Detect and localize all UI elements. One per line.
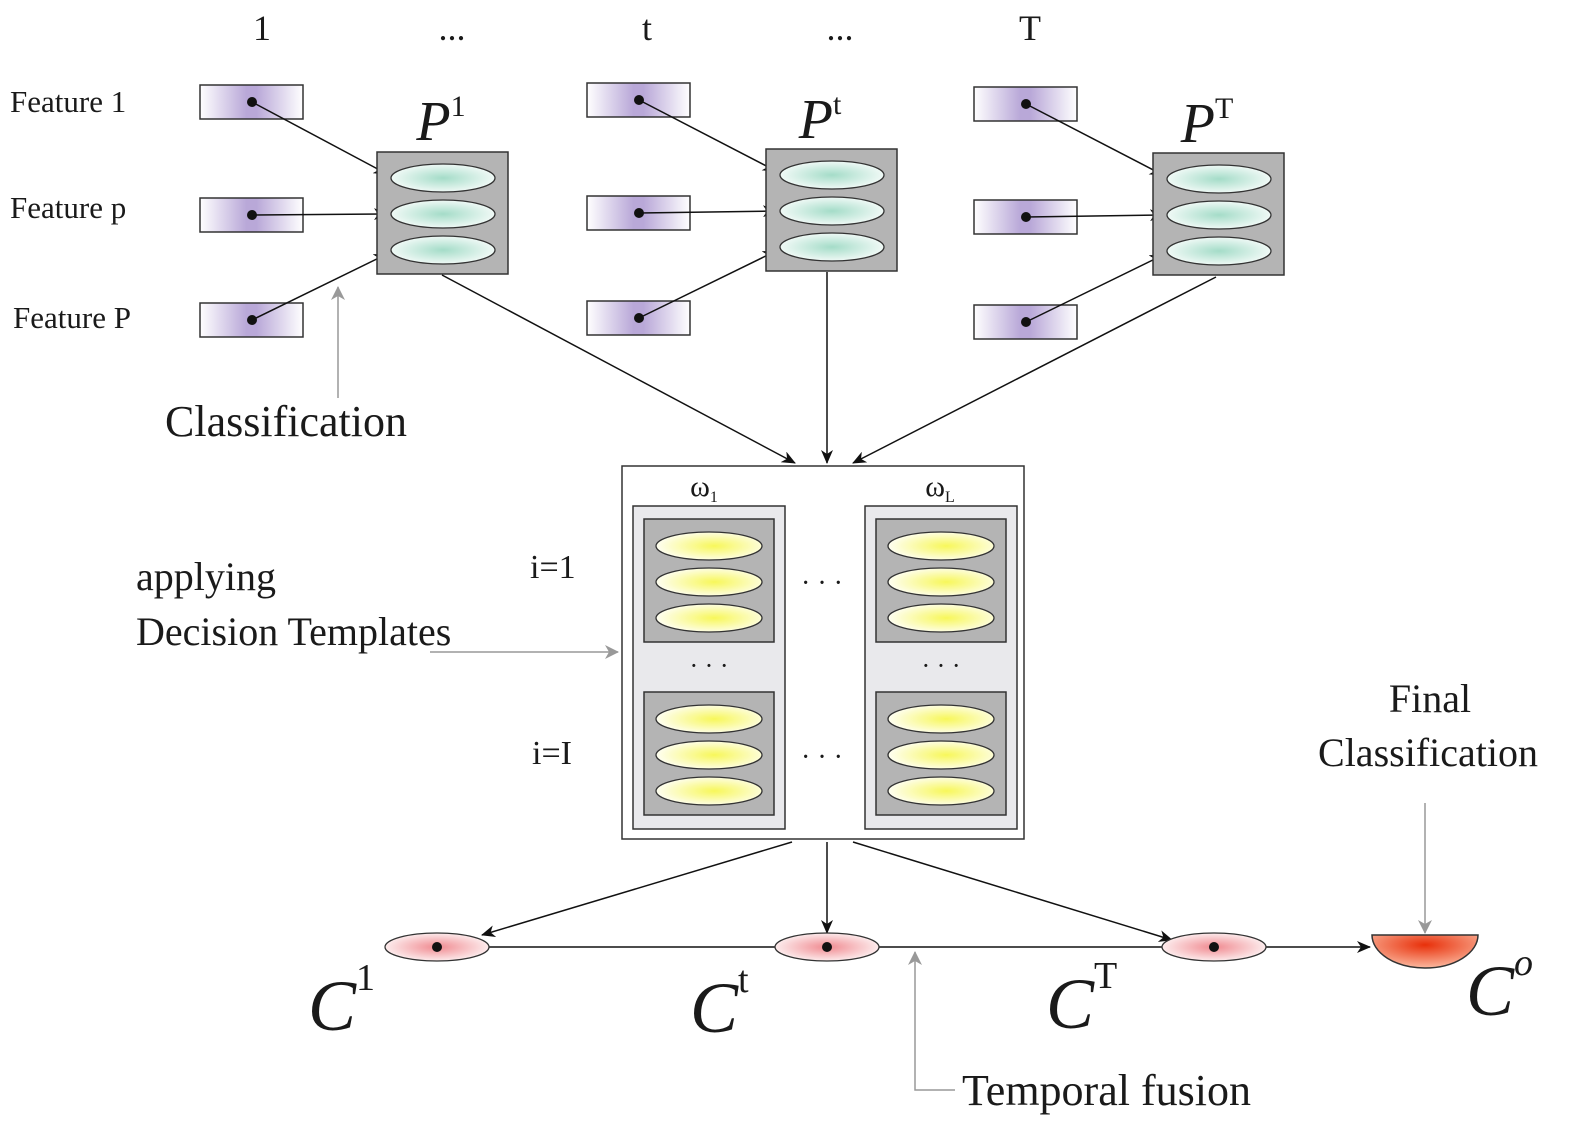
output-dot xyxy=(1209,942,1219,952)
feature-label-last: Feature P xyxy=(13,300,131,335)
classifier-ellipse xyxy=(779,160,885,190)
classifier-stage-3: PT xyxy=(973,86,1285,340)
temporal-fusion-label: Temporal fusion xyxy=(962,1066,1251,1115)
row-label-last: i=I xyxy=(532,735,572,772)
output-label-T: CT xyxy=(1046,955,1117,1044)
classification-label: Classification xyxy=(165,397,407,446)
feature-arrow xyxy=(638,250,777,319)
final-output-shape xyxy=(1371,934,1479,969)
template-ellipse xyxy=(887,603,995,633)
final-output-label: Co xyxy=(1466,942,1533,1031)
classifier-ellipse xyxy=(390,235,496,265)
template-ellipse xyxy=(887,531,995,561)
output-dot xyxy=(822,942,832,952)
time-label-middle: t xyxy=(642,8,652,48)
template-ellipse xyxy=(887,776,995,806)
class-label-last: ωL xyxy=(925,470,955,506)
final-label-line2: Classification xyxy=(1318,730,1538,775)
output-dot xyxy=(432,942,442,952)
template-ellipse xyxy=(655,531,763,561)
classifier-symbol-2: Pt xyxy=(798,88,842,151)
final-label-line1: Final xyxy=(1389,676,1471,721)
template-col-ellipsis-bottom: · · · xyxy=(801,742,843,773)
template-ellipse xyxy=(655,603,763,633)
template-ellipse xyxy=(655,776,763,806)
time-ellipsis-1: ... xyxy=(439,8,466,48)
feature-arrow xyxy=(638,99,777,172)
classifier-stage-1: P1 xyxy=(199,84,509,338)
classifier-ellipse xyxy=(390,199,496,229)
feature-arrow xyxy=(251,101,388,175)
row-label-first: i=1 xyxy=(530,549,576,586)
feature-arrow xyxy=(1025,254,1164,323)
classifier-ellipse xyxy=(390,163,496,193)
template-row-ellipsis: · · · xyxy=(922,651,961,680)
arrow-templates-to-cT xyxy=(852,841,1173,942)
classifier-symbol-3: PT xyxy=(1180,92,1234,155)
applying-label-line2: Decision Templates xyxy=(136,609,451,654)
template-col-ellipsis-top: · · · xyxy=(801,568,843,599)
decision-templates-panel: ω1 ωL · · · · · · · · · · · · xyxy=(621,465,1025,840)
class-label-first: ω1 xyxy=(690,470,718,506)
arrow-templates-to-c1 xyxy=(481,841,793,938)
time-label-last: T xyxy=(1019,8,1041,48)
feature-arrow xyxy=(1025,209,1164,222)
template-ellipse xyxy=(887,567,995,597)
applying-label-line1: applying xyxy=(136,554,276,599)
template-ellipse xyxy=(887,704,995,734)
template-column-2: · · · xyxy=(864,505,1018,830)
time-ellipsis-2: ... xyxy=(827,8,854,48)
template-ellipse xyxy=(655,740,763,770)
classifier-ellipse xyxy=(779,196,885,226)
output-label-t: Ct xyxy=(690,959,749,1048)
template-ellipse xyxy=(655,704,763,734)
template-ellipse xyxy=(887,740,995,770)
output-label-1: C1 xyxy=(308,957,375,1046)
template-column-1: · · · xyxy=(632,505,786,830)
feature-arrow xyxy=(638,205,777,218)
classifier-symbol-1: P1 xyxy=(415,90,465,153)
classifier-stages: P1 Pt PT xyxy=(199,82,1285,340)
template-ellipse xyxy=(655,567,763,597)
feature-label-middle: Feature p xyxy=(10,190,126,225)
classifier-ellipse xyxy=(1166,236,1272,266)
classifier-ellipse xyxy=(779,232,885,262)
temporal-fusion-annotation-arrow xyxy=(908,951,955,1091)
feature-arrow xyxy=(1025,103,1164,176)
classifier-stage-2: Pt xyxy=(586,82,898,336)
classifier-ellipse xyxy=(1166,200,1272,230)
arrow-stage1-to-templates xyxy=(441,274,796,464)
feature-arrow xyxy=(251,208,388,221)
feature-arrow xyxy=(251,253,388,321)
feature-label-first: Feature 1 xyxy=(10,84,126,119)
time-label-first: 1 xyxy=(253,8,271,48)
template-row-ellipsis: · · · xyxy=(690,651,729,680)
classifier-ellipse xyxy=(1166,164,1272,194)
arrow-stageT-to-templates xyxy=(852,276,1217,464)
